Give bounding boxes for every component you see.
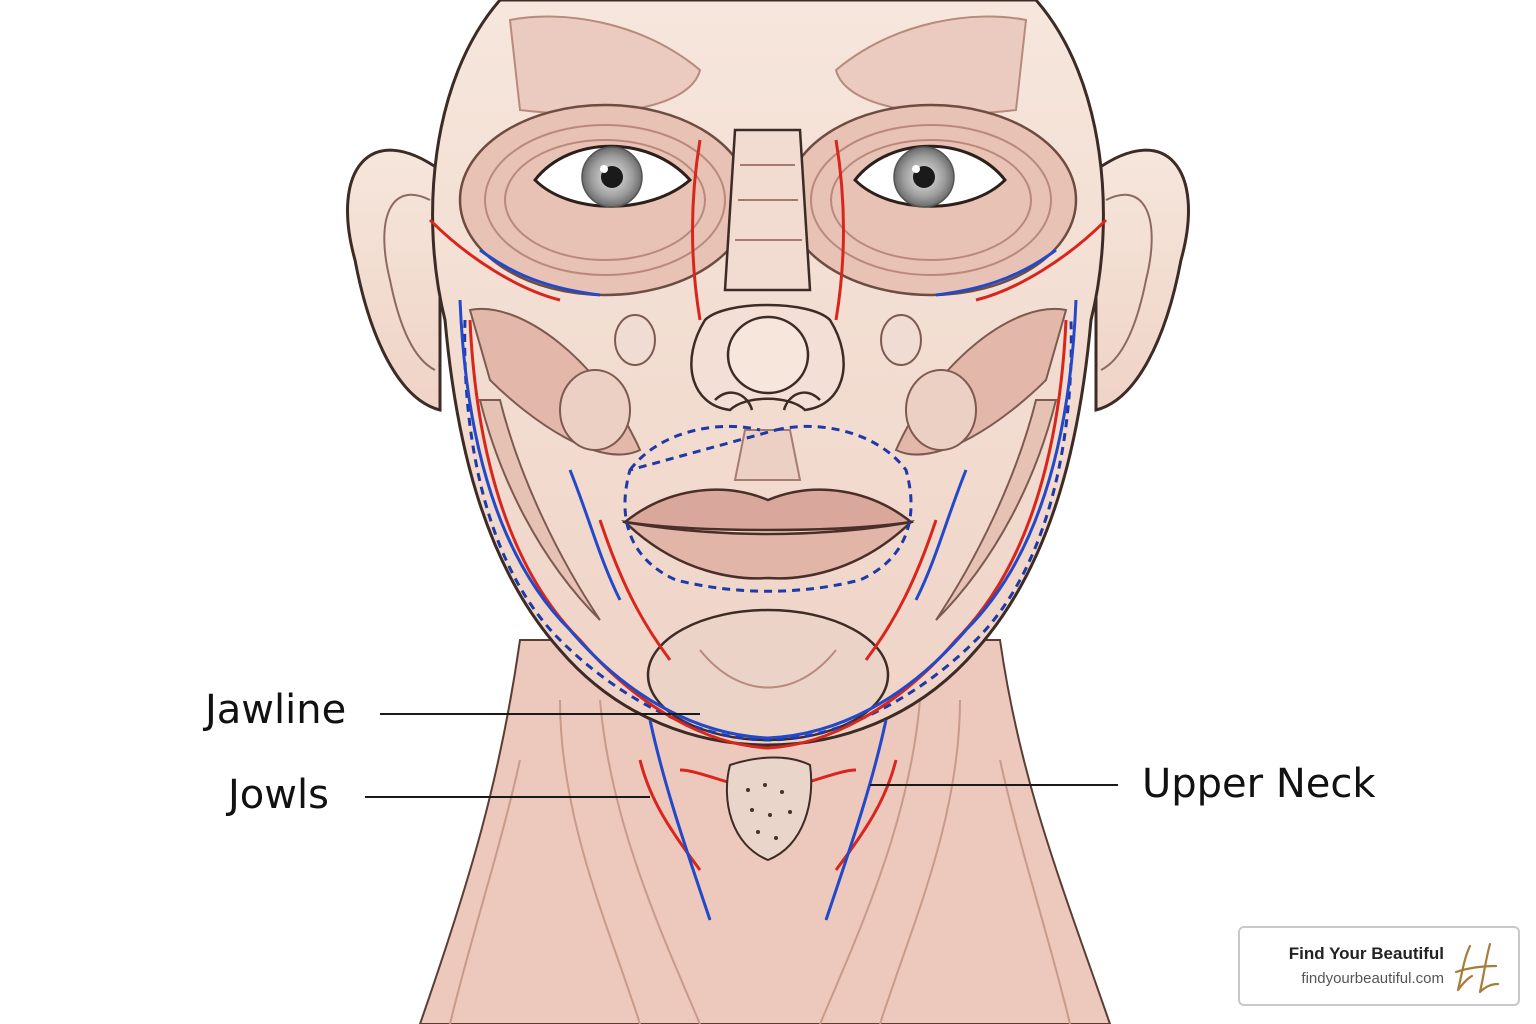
brand-url: findyourbeautiful.com [1301,970,1444,987]
right-ear [1094,148,1190,412]
brand-name: Find Your Beautiful [1288,944,1444,963]
jowls-label: Jowls [228,772,329,818]
perioral-guide [623,424,913,593]
monogram-h-logo-icon [1454,942,1500,994]
thyroid-cartilage [725,756,813,862]
right-eye [853,144,1007,208]
nose [690,128,845,412]
jawline-guide [463,319,1073,742]
upper-neck-label: Upper Neck [1142,761,1376,807]
brand-watermark-card: Find Your Beautiful findyourbeautiful.co… [1238,926,1520,1006]
left-ear [346,148,442,412]
left-eye [533,144,693,208]
cheek-muscles [468,307,1068,621]
jawline-label: Jawline [205,687,347,733]
neck-muscle-fibers [449,699,1071,1024]
veins [458,248,1078,921]
chin [646,608,890,742]
thyroid-texture [746,783,792,840]
philtrum [733,429,802,481]
leader-lines [365,713,1118,798]
lips [621,488,915,580]
